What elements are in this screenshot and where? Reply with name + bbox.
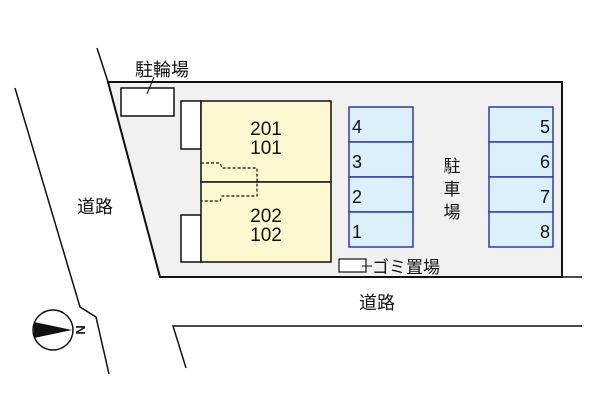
bicycle-parking-label: 駐輪場 <box>135 60 189 81</box>
parking-right: 5 6 7 8 <box>488 106 554 248</box>
road-label-south: 道路 <box>359 293 395 314</box>
bicycle-parking-leader <box>146 76 155 95</box>
parking-label-3: 場 <box>444 203 461 223</box>
parking-number-3: 3 <box>352 152 362 172</box>
parking-number-6: 6 <box>540 152 550 172</box>
road-edge-south <box>171 325 582 369</box>
garbage-label: ゴミ置場 <box>372 257 440 278</box>
unit-label-101: 101 <box>250 138 282 159</box>
parking-label-1: 駐 <box>444 157 461 177</box>
parking-space-1 <box>348 211 414 248</box>
entrance-box-south <box>180 214 202 263</box>
parking-number-8: 8 <box>540 222 550 242</box>
north-arrow-icon: N <box>32 309 88 351</box>
parking-number-4: 4 <box>352 117 362 137</box>
parking-space-7 <box>488 176 554 213</box>
unit-label-202: 202 <box>250 206 282 227</box>
parking-space-8 <box>488 211 554 248</box>
parking-number-2: 2 <box>352 187 362 207</box>
parking-label-2: 車 <box>444 180 461 200</box>
parking-left: 4 3 2 1 <box>348 106 414 248</box>
unit-label-102: 102 <box>250 225 282 246</box>
parking-space-5 <box>488 106 554 143</box>
parking-number-7: 7 <box>540 187 550 207</box>
unit-label-201: 201 <box>250 119 282 140</box>
garbage-box <box>338 258 367 273</box>
parking-number-5: 5 <box>540 117 550 137</box>
parking-number-1: 1 <box>352 222 362 242</box>
unit-block-north <box>200 100 332 183</box>
parking-space-2 <box>348 176 414 213</box>
north-label: N <box>73 325 88 334</box>
road-edge-west-outer <box>14 87 110 375</box>
unit-block-south <box>200 181 332 263</box>
parking-space-3 <box>348 141 414 178</box>
road-label-west: 道路 <box>77 197 113 218</box>
stair-outline <box>201 162 258 202</box>
entrance-box-north <box>180 100 202 150</box>
road-edge-west-top <box>96 47 109 83</box>
